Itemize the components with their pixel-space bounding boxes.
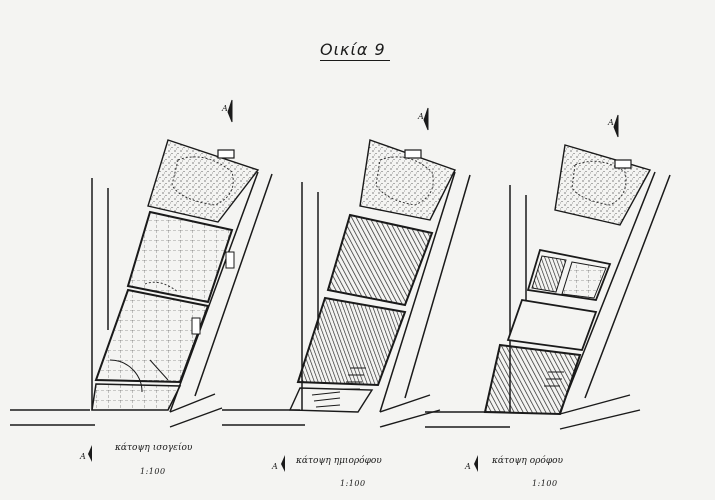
legend-north-arrow-1 bbox=[88, 445, 92, 462]
legend-mark-2: A bbox=[272, 462, 278, 471]
caption-upper-floor: κάτοψη ορόφου bbox=[492, 456, 564, 466]
title-underline bbox=[320, 60, 390, 61]
plan-ground-floor bbox=[10, 99, 273, 428]
sheet-title: Οικία 9 bbox=[320, 40, 386, 59]
legend-mark-3: A bbox=[465, 462, 471, 471]
scale-ground-floor: 1:100 bbox=[140, 467, 166, 476]
legend-north-arrow-3 bbox=[474, 455, 478, 472]
caption-ground-floor: κάτοψη ισογείου bbox=[115, 443, 193, 453]
north-mark-plan-3: A bbox=[608, 118, 614, 127]
plan-mezzanine bbox=[222, 107, 471, 428]
north-mark-plan-2: A bbox=[418, 112, 424, 121]
scale-mezzanine: 1:100 bbox=[340, 479, 366, 488]
caption-mezzanine: κάτοψη ημιορόφου bbox=[296, 456, 382, 466]
plan-upper-floor bbox=[425, 114, 671, 430]
legend-mark-1: A bbox=[80, 452, 86, 461]
north-mark-plan-1: A bbox=[222, 104, 228, 113]
legend-north-arrow-2 bbox=[281, 455, 285, 472]
scale-upper-floor: 1:100 bbox=[532, 479, 558, 488]
